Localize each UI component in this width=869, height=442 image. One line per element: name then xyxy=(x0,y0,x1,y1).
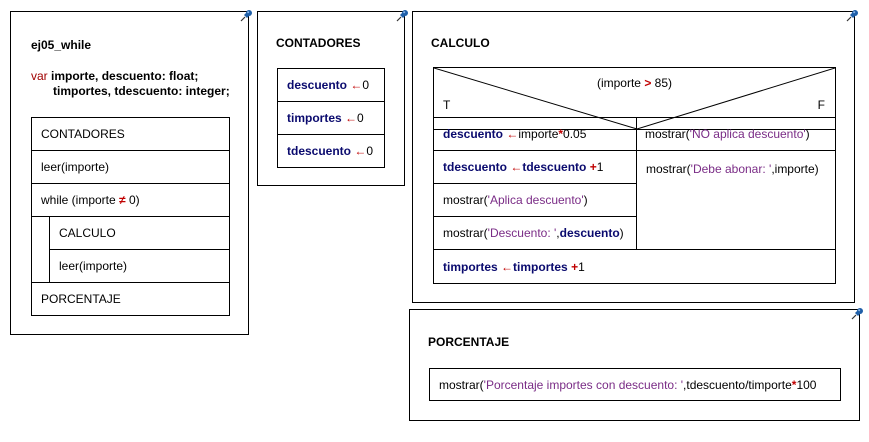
var-keyword: var xyxy=(31,69,48,83)
porcentaje-title: PORCENTAJE xyxy=(428,335,510,349)
contadores-title: CONTADORES xyxy=(276,36,361,50)
while-body-indent xyxy=(31,216,50,283)
pushpin-icon[interactable] xyxy=(395,9,409,23)
main-panel: ej05_while var importe, descuento: float… xyxy=(10,9,253,335)
pushpin-icon[interactable] xyxy=(845,9,859,23)
leer-importe-2-label: leer(importe) xyxy=(59,259,128,273)
assign-tdescuento[interactable]: tdescuento ← 0 xyxy=(277,134,385,168)
calculo-title: CALCULO xyxy=(431,36,490,50)
block-porcentaje-label: PORCENTAJE xyxy=(41,292,121,306)
block-contadores-label: CONTADORES xyxy=(41,127,125,141)
assign-descuento-calc[interactable]: descuento ← importe * 0.05 xyxy=(433,117,637,151)
assign-tdescuento-calc[interactable]: tdescuento ←tdescuento + 1 xyxy=(433,150,637,184)
leer-importe-2[interactable]: leer(importe) xyxy=(49,249,230,283)
if-condition-box[interactable]: (importe > 85) T F xyxy=(433,67,836,130)
if-condition-text: (importe > 85) xyxy=(596,76,673,90)
porcentaje-panel: PORCENTAJE mostrar('Porcentaje importes … xyxy=(409,307,864,421)
mostrar-no-aplica[interactable]: mostrar('NO aplica descuento') xyxy=(636,117,836,151)
assign-timportes-calc[interactable]: timportes ←timportes + 1 xyxy=(433,249,836,284)
contadores-panel: CONTADORES descuento ← 0 timportes ← 0 t… xyxy=(257,9,409,186)
pushpin-icon[interactable] xyxy=(850,307,864,321)
assign-timportes[interactable]: timportes ← 0 xyxy=(277,101,385,135)
calculo-panel: CALCULO (importe > 85) T F descuento ← i… xyxy=(412,9,859,303)
false-label: F xyxy=(817,98,825,112)
mostrar-aplica[interactable]: mostrar('Aplica descuento') xyxy=(433,183,637,217)
while-loop-header[interactable]: while (importe ≠ 0) xyxy=(31,183,230,217)
block-calculo[interactable]: CALCULO xyxy=(49,216,230,250)
pushpin-icon[interactable] xyxy=(239,9,253,23)
true-label: T xyxy=(443,98,451,112)
decl-text-1: importe, descuento: float; xyxy=(51,69,199,83)
leer-importe-1-label: leer(importe) xyxy=(41,160,110,174)
assign-descuento[interactable]: descuento ← 0 xyxy=(277,68,385,102)
mostrar-porcentaje[interactable]: mostrar('Porcentaje importes con descuen… xyxy=(429,368,841,401)
while-condition: while (importe ≠ 0) xyxy=(41,193,140,207)
mostrar-debe-abonar[interactable]: mostrar('Debe abonar: ',importe) xyxy=(646,162,819,176)
block-calculo-label: CALCULO xyxy=(59,226,116,240)
declarations: var importe, descuento: float; timportes… xyxy=(31,69,230,98)
block-contadores[interactable]: CONTADORES xyxy=(31,117,230,151)
mostrar-descuento[interactable]: mostrar('Descuento: ',descuento) xyxy=(433,216,637,250)
leer-importe-1[interactable]: leer(importe) xyxy=(31,150,230,184)
decl-line-1: var importe, descuento: float; xyxy=(31,69,230,83)
block-porcentaje[interactable]: PORCENTAJE xyxy=(31,282,230,316)
if-diagonal-lines xyxy=(434,68,835,129)
decl-line-2: timportes, tdescuento: integer; xyxy=(53,84,230,98)
main-title: ej05_while xyxy=(31,38,92,52)
